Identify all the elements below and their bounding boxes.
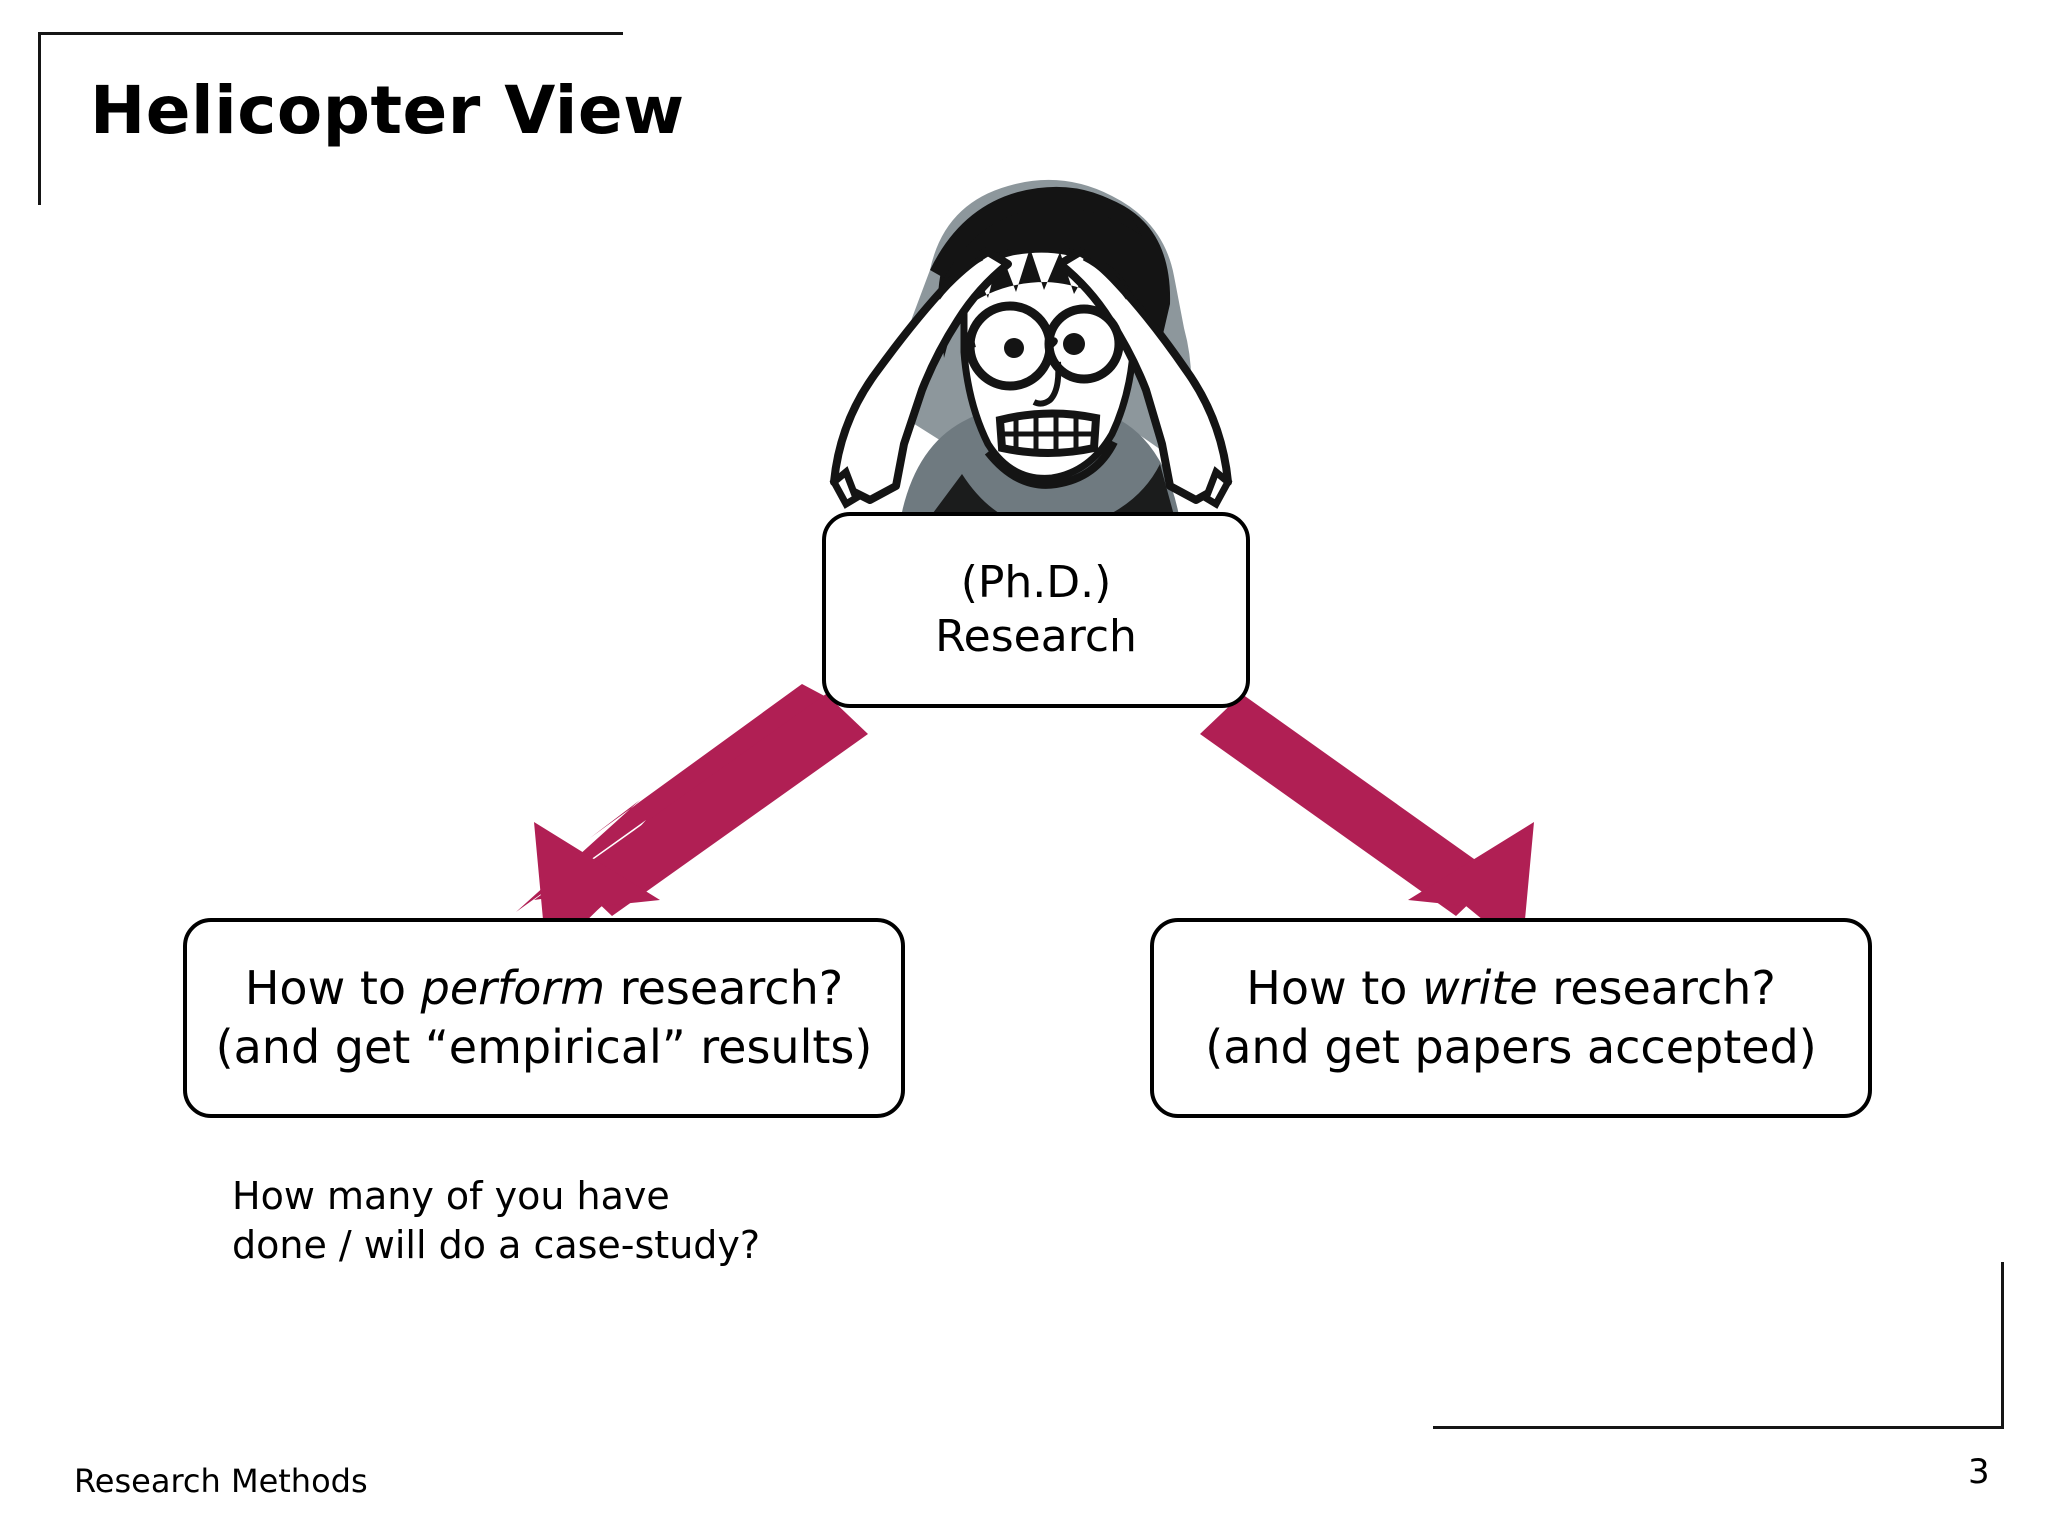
box-write-emphasis: write [1422,961,1538,1016]
arrow-to-right-box [1200,694,1534,952]
box-write-line1: How to write research? [1246,959,1775,1018]
glasses-shape [965,301,1124,391]
nose-shape [1032,361,1062,407]
caption-note-line2: done / will do a case-study? [232,1222,761,1267]
chin-shape [984,440,1118,489]
box-write-line1-post: research? [1537,961,1776,1016]
footer-page-number: 3 [1968,1452,1990,1492]
box-perform-line2: (and get “empirical” results) [215,1020,873,1074]
caption-note-line1: How many of you have [232,1174,670,1218]
box-phd-research-line2: Research [935,611,1137,662]
box-perform-line1-post: research? [605,961,844,1016]
arrow-to-left-box [516,684,868,952]
box-how-to-write-research[interactable]: How to write research? (and get papers a… [1150,918,1872,1118]
box-write-line2: (and get papers accepted) [1205,1020,1817,1074]
stressed-person-illustration [812,152,1252,552]
mouth-shape [995,409,1101,457]
hair-dark-mass [938,188,1171,364]
caption-note: How many of you have done / will do a ca… [232,1172,760,1269]
footer-subject: Research Methods [74,1462,368,1500]
eyes-shape [1004,333,1085,358]
box-write-line1-pre: How to [1246,961,1423,1016]
box-perform-emphasis: perform [420,961,606,1016]
box-perform-line1-pre: How to [244,961,421,1016]
right-hand-shape [1056,245,1233,509]
box-phd-research[interactable]: (Ph.D.) Research [822,512,1250,708]
box-perform-line1: How to perform research? [245,959,843,1018]
box-phd-research-line1: (Ph.D.) [960,557,1112,609]
left-hand-shape [829,245,1012,509]
box-how-to-perform-research[interactable]: How to perform research? (and get “empir… [183,918,905,1118]
page-title: Helicopter View [90,72,685,149]
corner-bracket-bottom-right [1433,1262,2004,1429]
